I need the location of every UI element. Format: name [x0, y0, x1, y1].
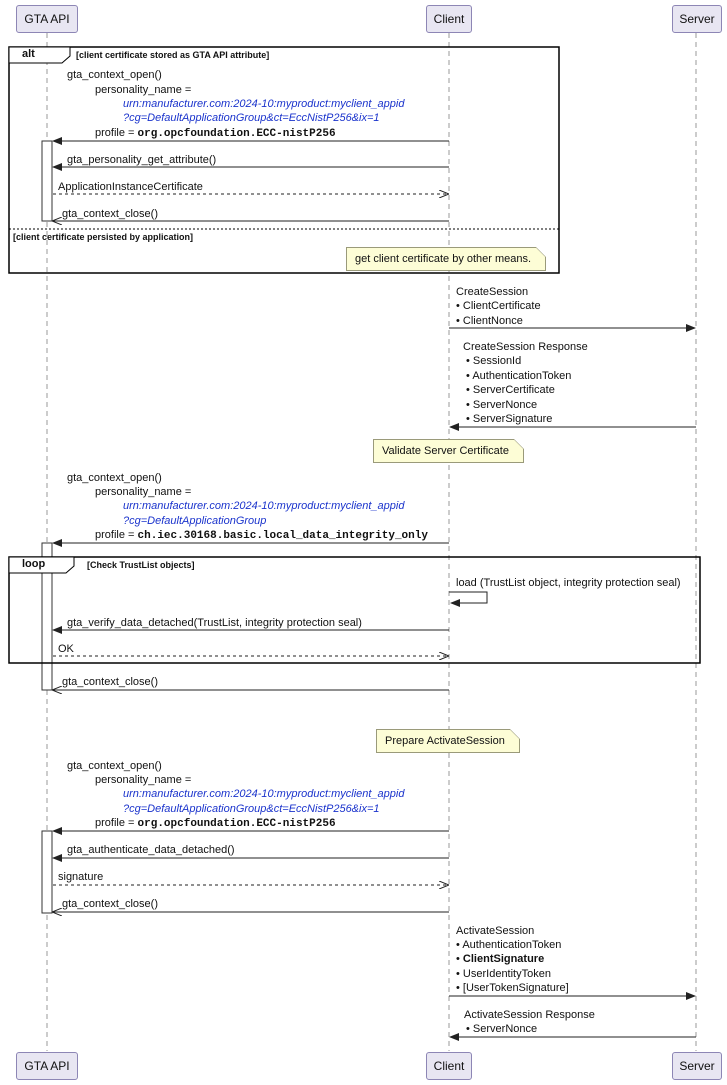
sign-personality-label: personality_name = [95, 774, 192, 786]
note-prepare-activate: Prepare ActivateSession [376, 729, 520, 753]
sign-profile-label: profile = [95, 817, 135, 829]
create-session-response-item-3: • ServerCertificate [466, 384, 555, 396]
integrity-close-call: gta_context_close() [62, 676, 158, 688]
alt-personality-line2: ?cg=DefaultApplicationGroup&ct=EccNistP2… [123, 112, 380, 124]
integrity-profile: profile = ch.iec.30168.basic.local_data_… [95, 528, 428, 543]
participant-client-bottom: Client [426, 1052, 472, 1080]
create-session-item-1: • ClientCertificate [456, 300, 541, 312]
alt-frame-tag-box [8, 46, 71, 64]
activate-session-item-2: • ClientSignature [456, 953, 545, 965]
alt-attribute-return: ApplicationInstanceCertificate [58, 181, 203, 193]
activate-session-item-3-text: UserIdentityToken [462, 968, 551, 980]
sign-profile-value: org.opcfoundation.ECC-nistP256 [137, 818, 336, 830]
integrity-personality-line2: ?cg=DefaultApplicationGroup [123, 515, 267, 527]
note-other-means: get client certificate by other means. [346, 247, 547, 271]
loop-self-call: load (TrustList object, integrity protec… [456, 577, 681, 589]
alt-profile-value: org.opcfoundation.ECC-nistP256 [137, 128, 336, 140]
sign-open-call: gta_context_open() [67, 760, 162, 772]
integrity-profile-value: ch.iec.30168.basic.local_data_integrity_… [137, 530, 428, 542]
activate-session-item-2-text: ClientSignature [462, 953, 545, 965]
activate-session-response-item-1-text: ServerNonce [472, 1023, 538, 1035]
sign-close-call: gta_context_close() [62, 898, 158, 910]
loop-frame-guard: [Check TrustList objects] [87, 560, 195, 570]
integrity-profile-label: profile = [95, 529, 135, 541]
participant-client-top: Client [426, 5, 472, 33]
create-session-title: CreateSession [456, 286, 529, 298]
create-session-response-item-5-text: ServerSignature [472, 413, 553, 425]
activate-session-title: ActivateSession [456, 925, 535, 937]
alt-frame-tag: alt [22, 48, 35, 60]
activate-session-item-1: • AuthenticationToken [456, 939, 562, 951]
sign-auth-call: gta_authenticate_data_detached() [67, 844, 235, 856]
alt-profile: profile = org.opcfoundation.ECC-nistP256 [95, 126, 336, 141]
note-validate-server-cert: Validate Server Certificate [373, 439, 524, 463]
participant-gta-bottom: GTA API [16, 1052, 78, 1080]
participant-server-bottom: Server [672, 1052, 722, 1080]
create-session-item-2: • ClientNonce [456, 315, 523, 327]
create-session-item-2-text: ClientNonce [462, 315, 523, 327]
alt-personality-line1: urn:manufacturer.com:2024-10:myproduct:m… [123, 98, 405, 110]
participant-gta-top: GTA API [16, 5, 78, 33]
create-session-response-item-1: • SessionId [466, 355, 522, 367]
integrity-personality-line1: urn:manufacturer.com:2024-10:myproduct:m… [123, 500, 405, 512]
activate-session-item-1-text: AuthenticationToken [462, 939, 562, 951]
alt-frame [8, 46, 560, 274]
sign-personality-line1: urn:manufacturer.com:2024-10:myproduct:m… [123, 788, 405, 800]
create-session-response-item-2-text: AuthenticationToken [472, 370, 572, 382]
sign-personality-line2: ?cg=DefaultApplicationGroup&ct=EccNistP2… [123, 803, 380, 815]
alt-get-attribute: gta_personality_get_attribute() [67, 154, 217, 166]
create-session-response-title: CreateSession Response [463, 341, 588, 353]
create-session-response-item-5: • ServerSignature [466, 413, 553, 425]
activation-bar-2 [41, 542, 53, 691]
activate-session-item-4-text: [UserTokenSignature] [462, 982, 569, 994]
alt-frame-guard-2: [client certificate persisted by applica… [13, 232, 194, 242]
activate-session-response-title: ActivateSession Response [464, 1009, 595, 1021]
create-session-response-item-3-text: ServerCertificate [472, 384, 555, 396]
alt-profile-label: profile = [95, 127, 135, 139]
sign-profile: profile = org.opcfoundation.ECC-nistP256 [95, 816, 336, 831]
activate-session-item-3: • UserIdentityToken [456, 968, 551, 980]
alt-frame-guard-1: [client certificate stored as GTA API at… [76, 50, 270, 60]
create-session-response-item-4: • ServerNonce [466, 399, 538, 411]
create-session-item-1-text: ClientCertificate [462, 300, 541, 312]
loop-verify-return: OK [58, 643, 74, 655]
loop-frame-tag-box [8, 556, 75, 574]
activation-bar-1 [41, 140, 53, 222]
alt-close-call: gta_context_close() [62, 208, 158, 220]
integrity-open-call: gta_context_open() [67, 472, 162, 484]
alt-personality-label: personality_name = [95, 84, 192, 96]
loop-frame-tag: loop [22, 558, 46, 570]
activate-session-response-item-1: • ServerNonce [466, 1023, 538, 1035]
loop-frame [8, 556, 701, 664]
create-session-response-item-4-text: ServerNonce [472, 399, 538, 411]
integrity-personality-label: personality_name = [95, 486, 192, 498]
create-session-response-item-1-text: SessionId [472, 355, 522, 367]
arrow-self-load [449, 591, 488, 607]
sign-auth-return: signature [58, 871, 104, 883]
activation-bar-3 [41, 830, 53, 914]
activate-session-item-4: • [UserTokenSignature] [456, 982, 569, 994]
participant-server-top: Server [672, 5, 722, 33]
create-session-response-item-2: • AuthenticationToken [466, 370, 572, 382]
loop-verify-call: gta_verify_data_detached(TrustList, inte… [67, 617, 362, 629]
alt-open-call: gta_context_open() [67, 69, 162, 81]
